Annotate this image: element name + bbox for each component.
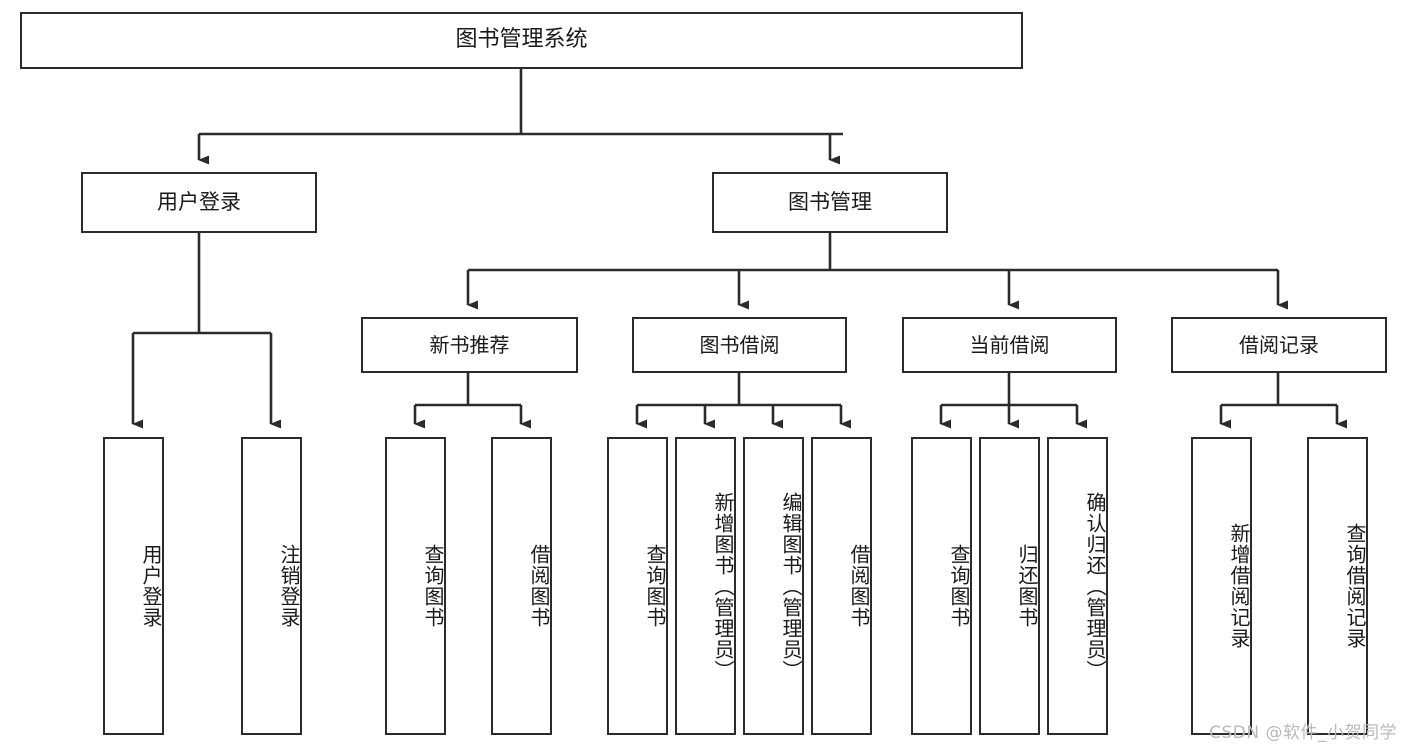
- node-leaf-query-record[interactable]: 查询借阅记录: [1307, 437, 1368, 735]
- node-leaf-return-book-label: 归还图书: [1015, 544, 1039, 628]
- node-leaf-add-record[interactable]: 新增借阅记录: [1191, 437, 1252, 735]
- node-leaf-query-record-label: 查询借阅记录: [1343, 523, 1367, 649]
- node-leaf-user-login[interactable]: 用户登录: [103, 437, 164, 735]
- node-leaf-user-login-label: 用户登录: [139, 544, 163, 628]
- node-leaf-logout-login[interactable]: 注销登录: [241, 437, 302, 735]
- node-leaf-return-book[interactable]: 归还图书: [979, 437, 1040, 735]
- node-leaf-query-book-2[interactable]: 查询图书: [607, 437, 668, 735]
- node-new-book-recommend[interactable]: 新书推荐: [361, 317, 578, 373]
- node-leaf-query-book-1-label: 查询图书: [421, 544, 445, 628]
- node-leaf-query-book-3[interactable]: 查询图书: [911, 437, 972, 735]
- node-leaf-query-book-2-label: 查询图书: [643, 544, 667, 628]
- node-book-manage-label: 图书管理: [788, 189, 872, 214]
- node-book-borrow-label: 图书借阅: [699, 332, 780, 357]
- node-borrow-record[interactable]: 借阅记录: [1171, 317, 1387, 373]
- node-user-login-label: 用户登录: [157, 189, 241, 214]
- node-current-borrow[interactable]: 当前借阅: [902, 317, 1117, 373]
- node-leaf-add-book-label: 新增图书（管理员）: [711, 491, 735, 681]
- node-book-borrow[interactable]: 图书借阅: [632, 317, 847, 373]
- node-current-borrow-label: 当前借阅: [969, 332, 1050, 357]
- node-leaf-borrow-book-1-label: 借阅图书: [527, 544, 551, 628]
- node-leaf-query-book-1[interactable]: 查询图书: [385, 437, 446, 735]
- node-leaf-edit-book-label: 编辑图书（管理员）: [779, 491, 803, 681]
- node-leaf-confirm-return[interactable]: 确认归还（管理员）: [1047, 437, 1108, 735]
- node-leaf-query-book-3-label: 查询图书: [947, 544, 971, 628]
- node-leaf-logout-login-label: 注销登录: [277, 544, 301, 628]
- node-borrow-record-label: 借阅记录: [1239, 332, 1319, 357]
- node-leaf-borrow-book-2-label: 借阅图书: [847, 544, 871, 628]
- node-new-book-recommend-label: 新书推荐: [429, 332, 510, 357]
- watermark-text: CSDN @软件_小贺同学: [1209, 723, 1397, 743]
- node-root-system[interactable]: 图书管理系统: [20, 12, 1023, 69]
- node-leaf-borrow-book-2[interactable]: 借阅图书: [811, 437, 872, 735]
- node-leaf-add-book[interactable]: 新增图书（管理员）: [675, 437, 736, 735]
- node-root-system-label: 图书管理系统: [455, 27, 588, 53]
- node-user-login[interactable]: 用户登录: [81, 172, 317, 233]
- node-book-manage[interactable]: 图书管理: [712, 172, 948, 233]
- node-leaf-confirm-return-label: 确认归还（管理员）: [1083, 491, 1107, 681]
- node-leaf-add-record-label: 新增借阅记录: [1227, 523, 1251, 649]
- node-leaf-borrow-book-1[interactable]: 借阅图书: [491, 437, 552, 735]
- node-leaf-edit-book[interactable]: 编辑图书（管理员）: [743, 437, 804, 735]
